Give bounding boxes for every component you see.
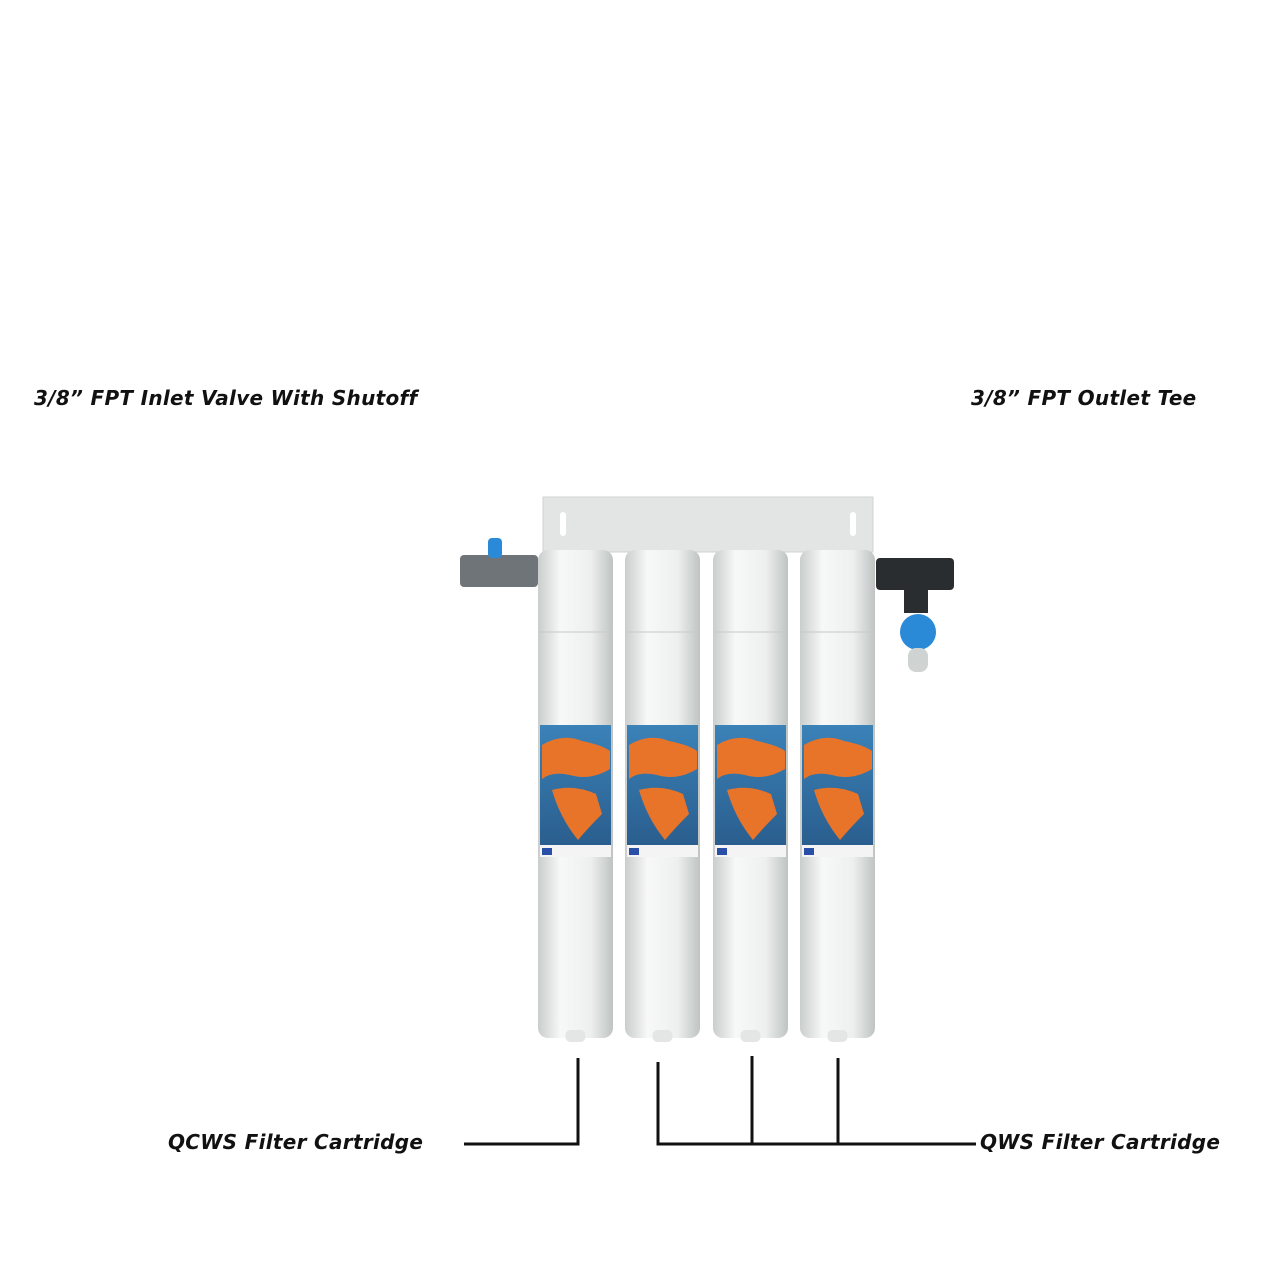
qws-leader-line <box>656 1062 976 1146</box>
qcws-leader-line <box>464 1058 580 1146</box>
keyhole-slot-left <box>560 512 566 536</box>
qws-cartridge-label: QWS Filter Cartridge <box>980 1130 1221 1154</box>
outlet-tee <box>876 558 954 672</box>
mounting-bracket <box>542 496 874 553</box>
keyhole-slot-right <box>850 512 856 536</box>
inlet-valve <box>460 538 538 587</box>
inlet-valve-label: 3/8” FPT Inlet Valve With Shutoff <box>34 386 418 410</box>
qcws-cartridge-label: QCWS Filter Cartridge <box>168 1130 424 1154</box>
filter-cartridge-qws <box>800 550 875 1042</box>
filter-cartridge-qcws <box>538 550 613 1042</box>
outlet-tee-label: 3/8” FPT Outlet Tee <box>971 386 1197 410</box>
filter-cartridge-qws <box>713 550 788 1042</box>
leader-lines <box>464 1056 976 1146</box>
filter-cartridge-qws <box>625 550 700 1042</box>
